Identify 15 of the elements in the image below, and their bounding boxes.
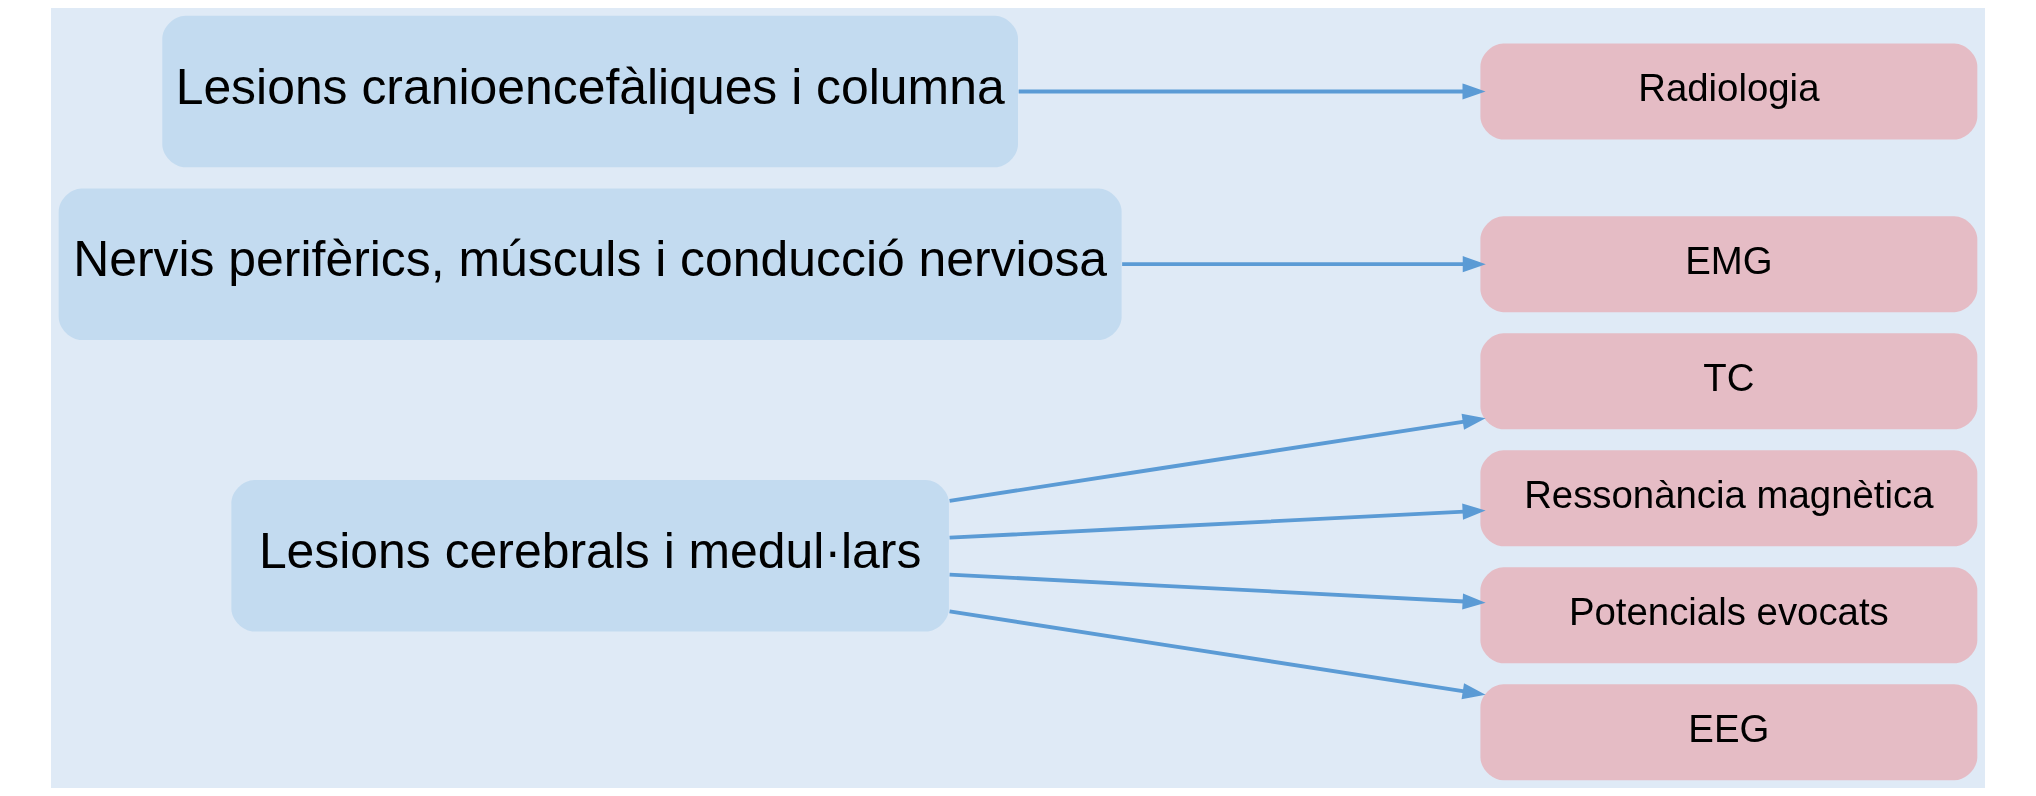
- arrow: [949, 503, 1486, 540]
- arrow: [949, 609, 1486, 700]
- node-box: Lesions cranioencefàliques i columna: [162, 15, 1018, 168]
- arrow: [949, 572, 1486, 610]
- node-box: TC: [1480, 333, 1978, 430]
- node-box: EMG: [1480, 216, 1978, 313]
- node-box: Nervis perifèrics, músculs i conducció nerviosa: [58, 188, 1122, 340]
- node-box: EEG: [1480, 684, 1978, 781]
- arrow: [1122, 256, 1486, 273]
- arrow: [1018, 83, 1486, 100]
- arrow: [949, 413, 1486, 503]
- node-box: Lesions cerebrals i medul·lars: [231, 480, 949, 632]
- node-box: Radiologia: [1480, 43, 1978, 140]
- node-box: Ressonància magnètica: [1480, 450, 1978, 547]
- node-box: Potencials evocats: [1480, 567, 1978, 664]
